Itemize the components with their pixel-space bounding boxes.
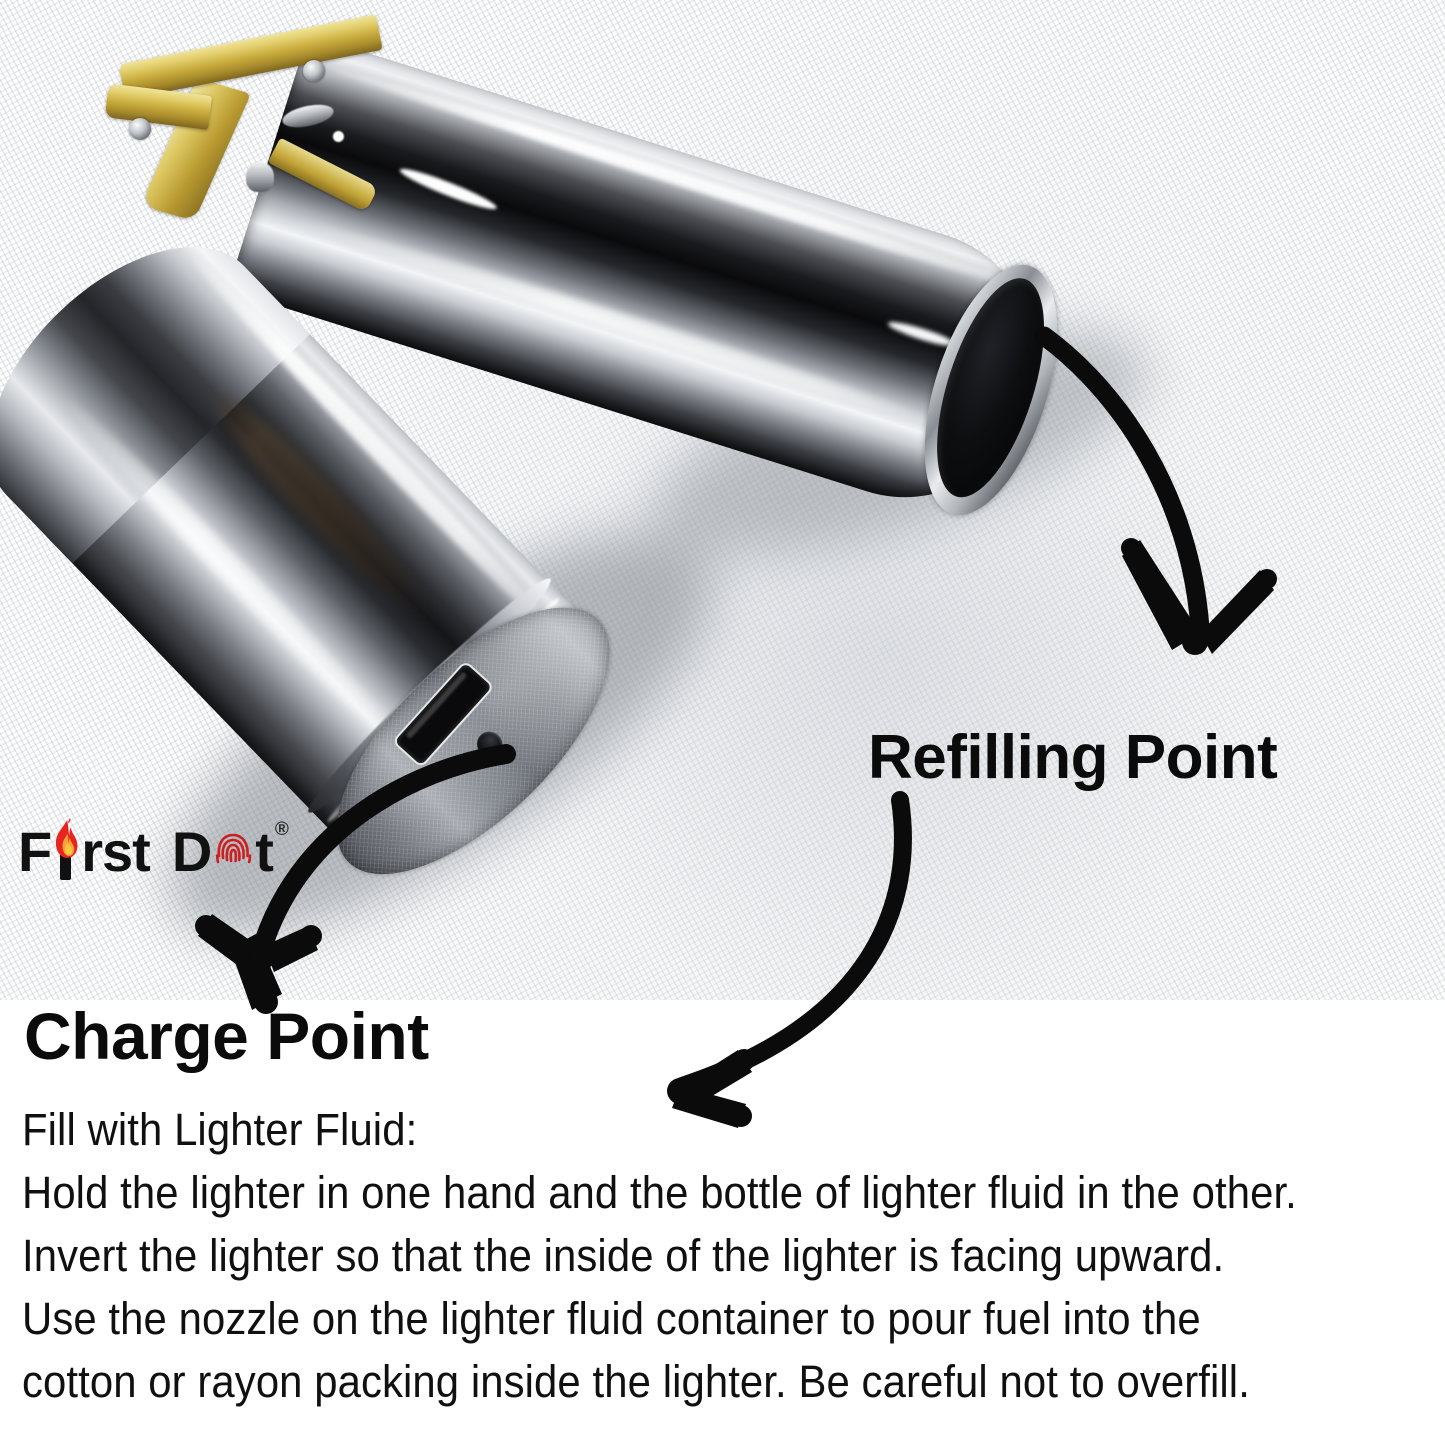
logo-letter-f: F [18,820,52,883]
instructions-line-3: Use the nozzle on the lighter fluid cont… [22,1293,1201,1344]
flame-icon [51,818,81,880]
charge-point-label: Charge Point [24,999,429,1073]
hinge-arm-tail [267,137,379,213]
hinge-steel-part-b [280,100,336,132]
logo-letters-rst: rst [81,820,151,883]
instructions-line-4: cotton or rayon packing inside the light… [22,1356,1250,1407]
hinge-rivet-left [129,118,151,140]
brass-hinge-assembly [86,14,416,230]
instructions-line-2: Invert the lighter so that the inside of… [22,1230,1225,1281]
hinge-steel-part-a [246,162,274,192]
hinge-rivet-right [303,60,325,82]
refilling-point-label: Refilling Point [868,723,1278,792]
logo-letter-d: D [171,820,212,883]
brand-logo: F rst D [18,800,289,883]
fingerprint-icon [211,822,255,880]
logo-i-stem [60,840,72,880]
logo-wordmark: F rst D [18,818,289,883]
instructions-heading: Fill with Lighter Fluid: [22,1104,418,1155]
logo-letter-t: t [255,820,274,883]
registered-trademark-icon: ® [274,819,289,840]
instructions-line-1: Hold the lighter in one hand and the bot… [22,1167,1297,1218]
instructions-block: Fill with Lighter Fluid: Hold the lighte… [22,1098,1422,1413]
